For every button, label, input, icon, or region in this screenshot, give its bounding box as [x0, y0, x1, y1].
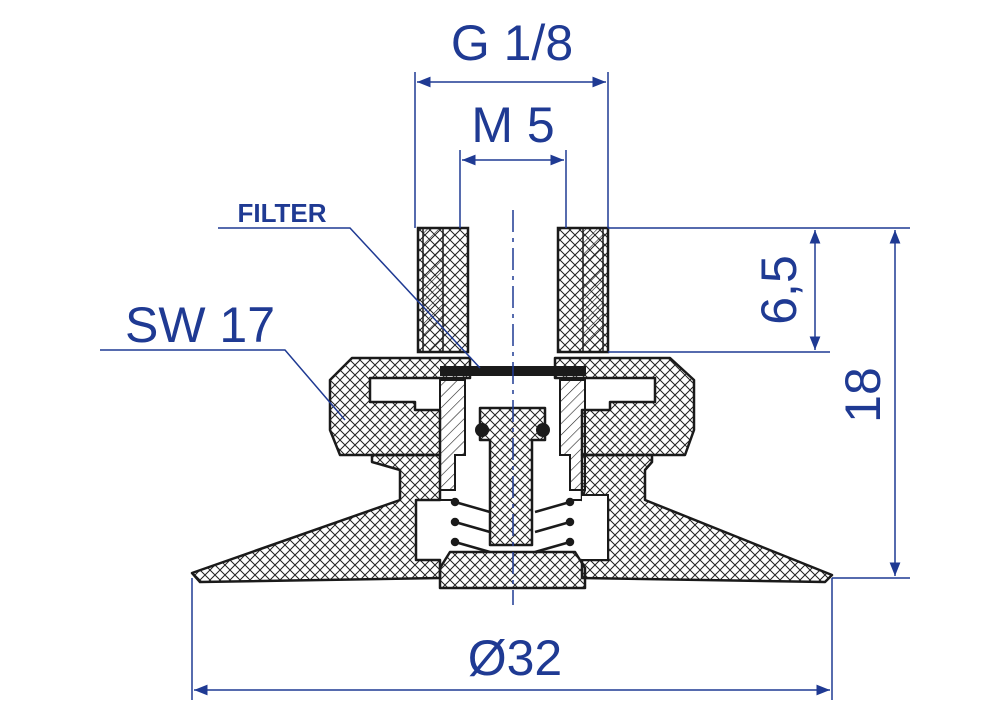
g18-label: G 1/8: [451, 15, 573, 71]
o-ring-left: [475, 423, 489, 437]
d32-label: Ø32: [468, 630, 563, 686]
cup-right-pocket: [582, 494, 609, 561]
d65-label: 6,5: [751, 255, 807, 325]
hex-nut-right: [553, 356, 696, 457]
suction-cup-lip: [190, 453, 442, 584]
hex-nut-left: [328, 356, 472, 457]
m5-label: M 5: [471, 97, 554, 153]
valve-spring: [450, 497, 575, 554]
dimensions: [100, 72, 910, 700]
part-section: [190, 210, 834, 605]
neck-top-right-thread: [582, 227, 604, 353]
filter-label: FILTER: [237, 198, 326, 228]
o-ring-right: [536, 423, 550, 437]
sw17-leader: [100, 349, 346, 421]
filter-leader: [218, 227, 481, 369]
valve-body-right: [559, 379, 586, 491]
sw17-label: SW 17: [125, 297, 275, 353]
neck-top-left-thread: [422, 227, 444, 353]
valve-body-left: [439, 379, 466, 491]
d18-label: 18: [835, 367, 891, 423]
cup-cavity-outline: [439, 489, 586, 501]
dimension-labels: G 1/8 M 5 FILTER SW 17 6,5 18 Ø32: [125, 15, 891, 686]
suction-cup-lip-right: [580, 453, 834, 584]
